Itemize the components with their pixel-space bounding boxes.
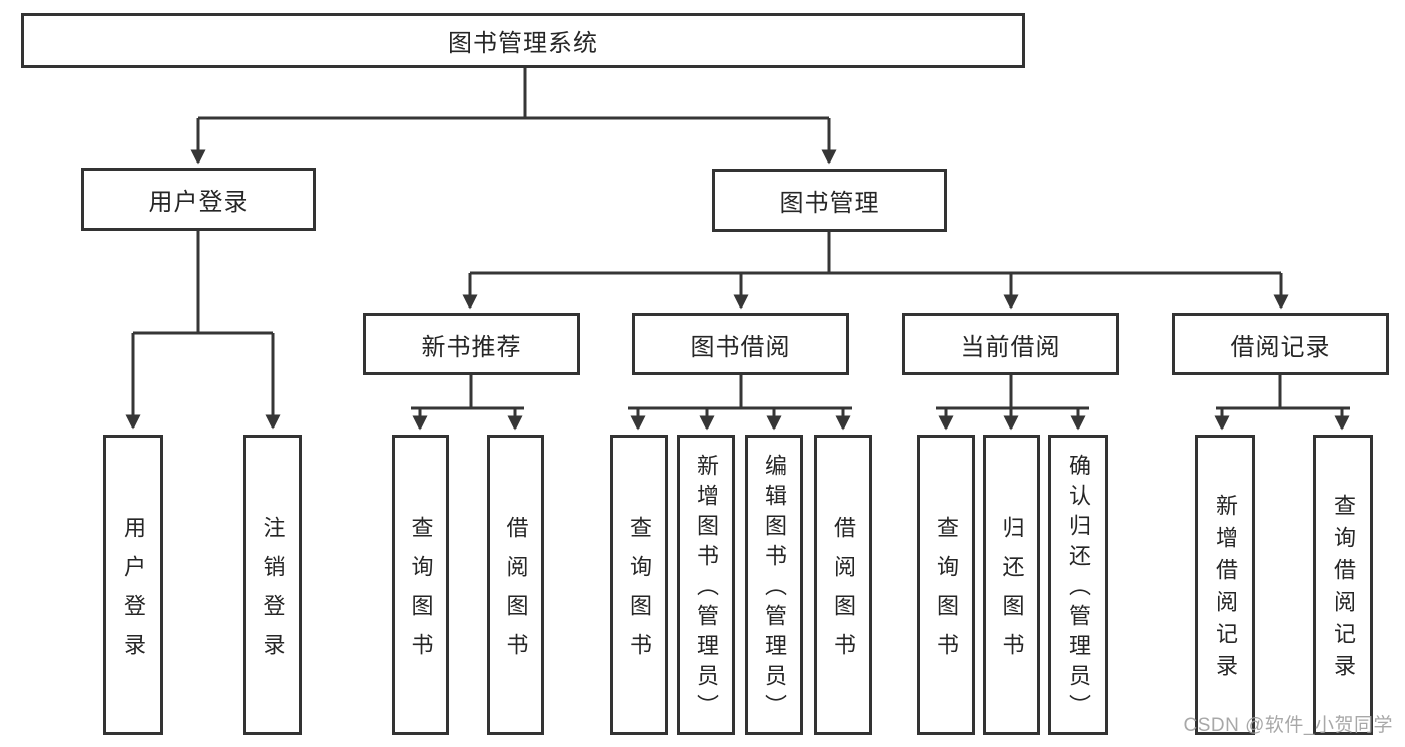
leaf-borrow-edit-book-admin: 编辑图书（管理员） — [745, 435, 803, 735]
node-user-login-label: 用户登录 — [148, 189, 249, 216]
leaf-borrow-query-book: 查询图书 — [610, 435, 668, 735]
node-book-management-label: 图书管理 — [779, 190, 880, 217]
leaf-user-login: 用户登录 — [103, 435, 163, 735]
node-book-borrowing-label: 图书借阅 — [690, 333, 791, 361]
leaf-records-query-record-label: 查询借阅记录 — [1331, 494, 1356, 686]
node-book-management: 图书管理 — [712, 169, 947, 232]
node-root-system: 图书管理系统 — [21, 13, 1025, 68]
leaf-current-query-book-label: 查询图书 — [934, 515, 959, 672]
leaf-borrow-borrow-book-label: 借阅图书 — [831, 515, 856, 672]
leaf-recommend-query-book: 查询图书 — [392, 435, 449, 735]
node-borrowing-records-label: 借阅记录 — [1230, 333, 1331, 361]
leaf-current-return-book-label: 归还图书 — [999, 515, 1025, 672]
leaf-recommend-query-book-label: 查询图书 — [408, 515, 434, 672]
node-root-label: 图书管理系统 — [448, 30, 598, 57]
node-borrowing-records: 借阅记录 — [1172, 313, 1389, 375]
leaf-current-return-book: 归还图书 — [983, 435, 1040, 735]
leaf-logout: 注销登录 — [243, 435, 302, 735]
leaf-current-confirm-return-admin-label: 确认归还（管理员） — [1066, 454, 1091, 724]
leaf-current-query-book: 查询图书 — [917, 435, 975, 735]
leaf-borrow-edit-book-admin-label: 编辑图书（管理员） — [762, 454, 787, 724]
leaf-current-confirm-return-admin: 确认归还（管理员） — [1048, 435, 1108, 735]
leaf-recommend-borrow-book-label: 借阅图书 — [503, 515, 529, 672]
leaf-recommend-borrow-book: 借阅图书 — [487, 435, 544, 735]
leaf-records-add-record-label: 新增借阅记录 — [1213, 494, 1238, 686]
node-current-borrowing: 当前借阅 — [902, 313, 1119, 375]
node-current-borrowing-label: 当前借阅 — [960, 333, 1061, 361]
leaf-borrow-add-book-admin: 新增图书（管理员） — [677, 435, 735, 735]
leaf-borrow-add-book-admin-label: 新增图书（管理员） — [694, 454, 719, 724]
csdn-watermark: CSDN @软件_小贺同学 — [1183, 715, 1393, 736]
node-book-borrowing: 图书借阅 — [632, 313, 849, 375]
leaf-user-login-label: 用户登录 — [121, 515, 146, 672]
leaf-records-add-record: 新增借阅记录 — [1195, 435, 1255, 735]
leaf-records-query-record: 查询借阅记录 — [1313, 435, 1373, 735]
node-user-login: 用户登录 — [81, 168, 316, 231]
leaf-logout-label: 注销登录 — [260, 515, 286, 672]
leaf-borrow-borrow-book: 借阅图书 — [814, 435, 872, 735]
node-new-book-recommend-label: 新书推荐 — [421, 333, 522, 361]
leaf-borrow-query-book-label: 查询图书 — [627, 515, 652, 672]
node-new-book-recommend: 新书推荐 — [363, 313, 580, 375]
